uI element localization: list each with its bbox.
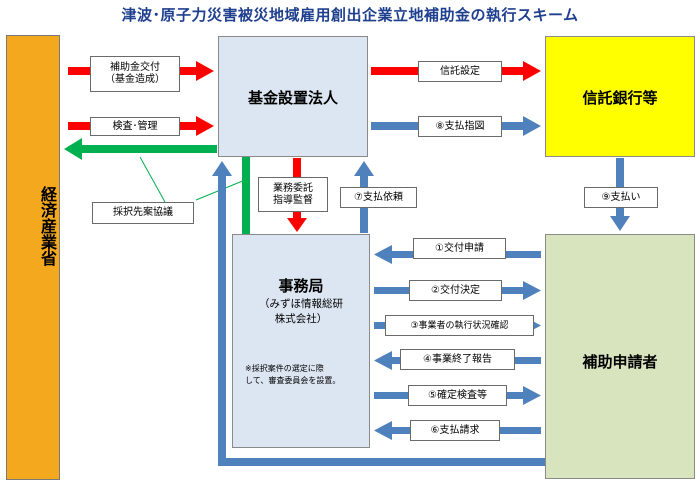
- label-pay-instruction: ⑧支払指図: [418, 116, 502, 137]
- label-payment: ⑨支払い: [584, 187, 658, 208]
- secretariat-note: ※採択案件の選定に際 して、審査委員会を設置。: [245, 364, 341, 385]
- label-execution-check: ③事業者の執行状況確認: [385, 315, 534, 336]
- arrow-green-consult: [64, 138, 250, 234]
- fund-corp-label: 基金設置法人: [247, 89, 338, 107]
- ministry-label: 経済産業省: [38, 186, 57, 266]
- label-grant-decision: ②交付決定: [409, 280, 502, 301]
- secretariat-node: 事務局 （みずほ情報総研 株式会社） ※採択案件の選定に際 して、審査委員会を設…: [232, 234, 370, 448]
- label-outsourcing: 業務委託 指導監督: [258, 177, 328, 212]
- applicant-label: 補助申請者: [582, 353, 658, 371]
- label-trust-setup: 信託設定: [418, 61, 502, 82]
- label-payment-claim: ⑥支払請求: [410, 420, 500, 441]
- label-grant-application: ①交付申請: [413, 238, 506, 259]
- applicant-node: 補助申請者: [545, 234, 695, 479]
- trust-bank-label: 信託銀行等: [582, 89, 658, 107]
- trust-bank-node: 信託銀行等: [545, 36, 695, 157]
- label-adoption-consult: 採択先案協議: [92, 202, 194, 224]
- ministry-node: 経済産業省: [6, 35, 60, 480]
- secretariat-company: （みずほ情報総研 株式会社）: [259, 298, 343, 325]
- arrow-return-loop: [212, 161, 545, 466]
- label-completion-report: ④事業終了報告: [400, 349, 515, 370]
- callout-line-1: [139, 156, 166, 203]
- label-final-inspection: ⑤確定検査等: [408, 385, 507, 406]
- label-pay-request: ⑦支払依頼: [340, 187, 417, 208]
- fund-corp-node: 基金設置法人: [218, 36, 368, 157]
- label-subsidy-grant: 補助金交付 （基金造成）: [90, 56, 180, 92]
- secretariat-title: 事務局: [278, 277, 324, 295]
- diagram-title: 津波･原子力災害被災地域雇用創出企業立地補助金の執行スキーム: [121, 6, 579, 24]
- label-inspection: 検査･管理: [90, 117, 180, 136]
